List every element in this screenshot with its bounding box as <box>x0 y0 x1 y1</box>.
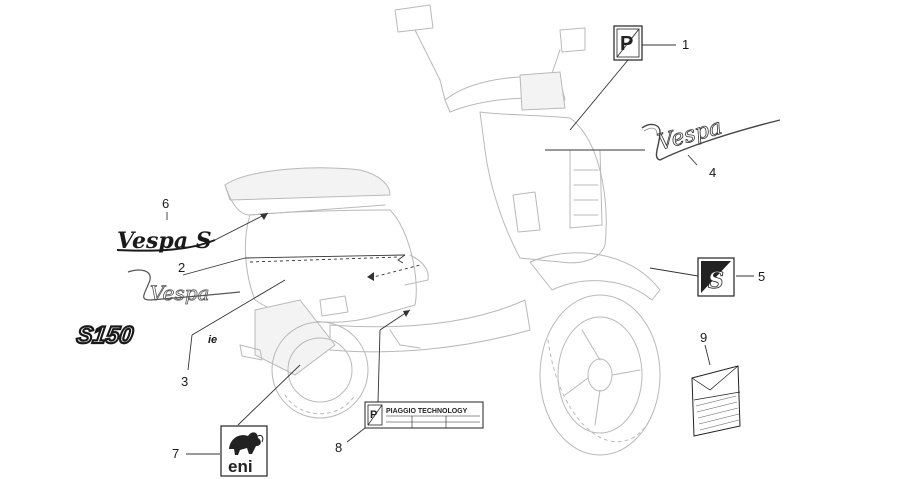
part-1-p-badge: P <box>613 25 643 61</box>
piaggio-p-letter: P <box>370 409 377 421</box>
model-badge-text: S150 <box>75 322 135 349</box>
vespa-script-4: Vespa <box>655 115 725 156</box>
leader-4 <box>687 154 698 166</box>
leader-2 <box>182 257 246 276</box>
part-6-vespa-s-script: Vespa S <box>116 228 216 254</box>
vespa-script-2: Vespa <box>150 281 209 305</box>
leader-3 <box>187 334 193 371</box>
leader-7b <box>237 364 301 426</box>
part-8-piaggio-technology-plate: P PIAGGIO TECHNOLOGY <box>364 401 484 429</box>
leader-lines <box>166 44 754 455</box>
leader-6b <box>214 212 269 241</box>
leader-3b <box>191 279 286 336</box>
scooter-outline <box>224 4 661 456</box>
part-5-s-badge: S <box>697 257 735 297</box>
leader-9 <box>704 344 711 366</box>
callout-6: 6 <box>162 196 169 211</box>
p-badge-letter: P <box>620 33 633 55</box>
part-7-eni-logo: eni <box>220 425 268 477</box>
callout-8: 8 <box>335 440 342 455</box>
s-badge-letter: S <box>708 268 724 294</box>
part-2-vespa-chrome-script: Vespa <box>127 269 241 305</box>
callout-5: 5 <box>758 269 765 284</box>
leader-8 <box>346 427 366 443</box>
leader-1b <box>569 59 629 131</box>
leader-5b <box>649 267 699 277</box>
part-9-decal-kit-envelope <box>691 365 741 437</box>
part-4-vespa-script: Vespa <box>641 114 781 161</box>
callout-7: 7 <box>172 446 179 461</box>
leader-2c <box>249 256 401 263</box>
model-badge-suffix: ie <box>208 334 217 346</box>
callout-3: 3 <box>181 374 188 389</box>
piaggio-technology-text: PIAGGIO TECHNOLOGY <box>386 408 468 415</box>
callout-2: 2 <box>178 260 185 275</box>
leader-2d <box>369 264 421 279</box>
leader-2b <box>244 254 406 259</box>
callout-4: 4 <box>709 165 716 180</box>
part-3-model-badge: S150 ie <box>74 321 217 350</box>
callout-9: 9 <box>700 330 707 345</box>
leader-8b <box>377 329 381 403</box>
callout-1: 1 <box>682 37 689 52</box>
eni-text: eni <box>228 457 253 476</box>
